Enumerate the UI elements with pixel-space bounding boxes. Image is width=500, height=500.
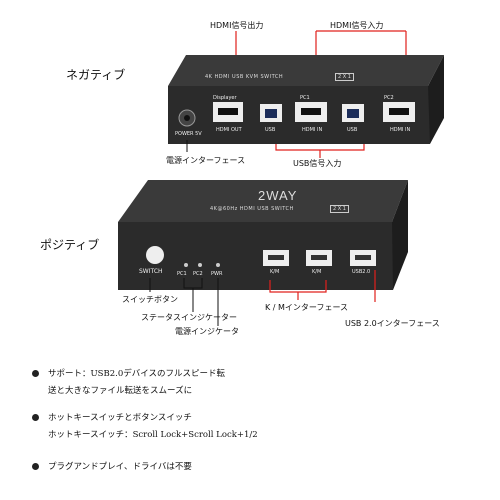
back-device-side: [428, 55, 444, 144]
feature-bullet-1: [32, 370, 39, 377]
km-interface-callout: K / Mインターフェース: [265, 303, 349, 312]
feature-2-line-1: ホットキースイッチとボタンスイッチ: [48, 413, 192, 423]
front-device-top: [118, 180, 408, 222]
pc2-label: PC2: [384, 95, 394, 101]
usb-in-callout: USB信号入力: [293, 159, 342, 168]
hdmi-in-callout: HDMI信号入力: [330, 21, 384, 30]
hdmi-in-port-label-1: HDMI IN: [302, 127, 323, 133]
km-port-label-1: K/M: [270, 269, 280, 275]
km-port-label-2: K/M: [312, 269, 322, 275]
back-top-badge: 2 X 1: [335, 73, 354, 81]
pwr-led-label: PWR: [211, 271, 223, 277]
feature-1-line-2: 送と大きなファイル転送をスムーズに: [48, 386, 193, 396]
front-view-label: ポジティブ: [40, 238, 100, 252]
feature-2-line-2: ホットキースイッチ：Scroll Lock+Scroll Lock+1/2: [48, 430, 258, 440]
switch-label: SWITCH: [139, 268, 163, 275]
usb20-port-label: USB2.0: [352, 269, 371, 275]
pc1-led-label: PC1: [177, 271, 187, 277]
feature-bullet-2: [32, 414, 39, 421]
front-device-side: [392, 180, 408, 290]
hdmi-out-callout: HDMI信号出力: [210, 21, 264, 30]
switch-button-callout: スイッチボタン: [122, 295, 178, 304]
back-top-label: 4K HDMI USB KVM SWITCH: [205, 74, 284, 80]
front-top-label: 4K@60Hz HDMI USB SWITCH: [210, 206, 294, 212]
power-port-label: POWER 5V: [175, 131, 202, 137]
pc1-label: PC1: [300, 95, 310, 101]
hdmi-out-port-label: HDMI OUT: [216, 127, 242, 133]
back-device-top: [168, 55, 444, 86]
feature-bullet-3: [32, 463, 39, 470]
displayer-label: Displayer: [213, 95, 237, 101]
back-view-label: ネガティブ: [66, 68, 126, 82]
feature-3-line-1: プラグアンドプレイ、ドライバは不要: [48, 462, 192, 472]
hdmi-in-port-label-2: HDMI IN: [390, 127, 411, 133]
feature-1-line-1: サポート：USB2.0デバイスのフルスピード転: [48, 369, 225, 379]
power-interface-callout: 電源インターフェース: [166, 156, 246, 165]
usb-port-label-1: USB: [265, 127, 276, 133]
front-top-badge: 2 X 1: [330, 205, 349, 213]
usb20-interface-callout: USB 2.0インターフェース: [345, 319, 440, 328]
power-indicator-callout: 電源インジケータ: [175, 327, 239, 336]
usb-port-label-2: USB: [347, 127, 358, 133]
pc2-led-label: PC2: [193, 271, 203, 277]
status-indicator-callout: ステータスインジケーター: [141, 313, 237, 322]
front-brand: 2WAY: [258, 188, 298, 203]
